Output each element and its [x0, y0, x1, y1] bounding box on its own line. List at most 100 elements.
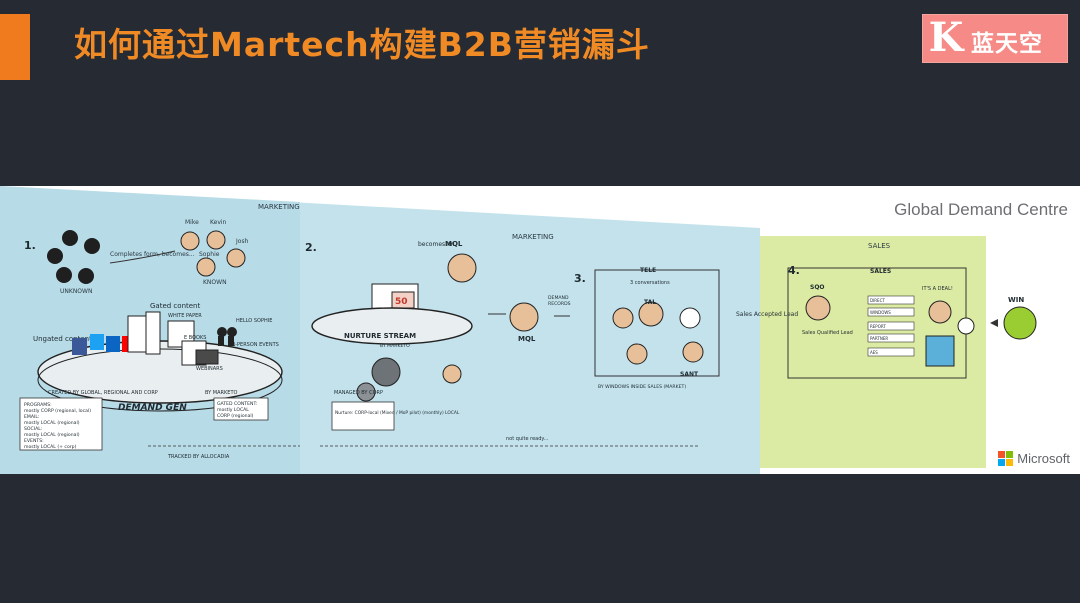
note-line: mostly LOCAL (regional): [24, 432, 80, 438]
title-accent-bar: [0, 14, 30, 80]
sales-list-text: AES: [870, 350, 878, 355]
nurture-notes-box: [331, 401, 395, 431]
unknown-group-icon: [47, 230, 100, 284]
ebooks-label: E BOOKS: [184, 335, 206, 341]
sant-label: SANT: [680, 371, 699, 378]
unknown-label: UNKNOWN: [60, 288, 92, 295]
step-1-number: 1.: [24, 239, 36, 252]
webinars-screen: [195, 349, 219, 365]
white-paper-label: WHITE PAPER: [168, 313, 202, 319]
event-audience-icon: [217, 327, 237, 346]
gated-notes-box: [213, 397, 269, 421]
nurture-gear-icon: [371, 357, 401, 387]
mql-stage-label: MQL: [518, 335, 536, 343]
webinars-label: WEBINARS: [196, 366, 223, 372]
demand-gen-subtitle: CREATED BY GLOBAL, REGIONAL AND CORP: [48, 390, 158, 396]
marketing-label-mid: MARKETING: [512, 233, 554, 241]
nurture-stream-title: NURTURE STREAM: [344, 332, 416, 340]
tele-person-3: [626, 343, 648, 365]
mql-person-avatar: [509, 302, 539, 332]
sqo-label: SQO: [810, 284, 825, 291]
known-people-icons: [180, 230, 246, 277]
note-line: GATED CONTENT:: [217, 401, 258, 407]
to-known-arrow: [109, 250, 176, 264]
logo-text: 蓝天空: [971, 31, 1043, 57]
demand-gen-title: DEMAND GEN: [118, 403, 187, 413]
office-building-icon: [925, 335, 955, 367]
note-line: mostly LOCAL (regional): [24, 420, 80, 426]
tele-speech-bubble: [679, 307, 701, 329]
lead-score-value: 50: [395, 297, 408, 307]
deal-label: IT'S A DEAL!: [922, 286, 953, 292]
tele-person-4: [682, 341, 704, 363]
tele-person-1: [612, 307, 634, 329]
note-line: mostly LOCAL: [217, 407, 249, 413]
mql-note: RECORDS: [548, 301, 571, 307]
twitter-icon: [90, 334, 104, 350]
gated-content-pillars: [127, 315, 147, 353]
mql-note: DEMAND: [548, 295, 569, 301]
sales-person-avatar: [805, 295, 831, 321]
microsoft-logo-icon: [998, 451, 1014, 466]
funnel-svg: MARKETING MARKETING SALES 1. UNKNOWN Com…: [0, 186, 1037, 474]
hello-sophie-label: HELLO SOPHIE: [236, 318, 272, 324]
person-josh: Josh: [235, 238, 249, 245]
step-4-number: 4.: [788, 264, 800, 277]
managed-by-corp: MANAGED BY CORP: [334, 390, 383, 396]
nurture-stream-platform: [311, 307, 473, 345]
sales-list-text: REPORT: [870, 324, 886, 329]
deal-person-avatar: [928, 300, 952, 324]
sales-list-item: [867, 321, 915, 331]
note-line: EMAIL:: [24, 414, 40, 420]
tal-label: TAL: [644, 299, 656, 306]
marketing-label-top: MARKETING: [258, 203, 300, 211]
tele-person-2: [638, 301, 664, 327]
known-label: KNOWN: [203, 279, 227, 286]
logo-letter: K: [928, 14, 964, 61]
ungated-content-label: Ungated content: [33, 335, 92, 343]
demand-gen-notes-box: [19, 397, 103, 451]
global-demand-centre-label: Global Demand Centre: [894, 200, 1068, 219]
tele-box: [594, 269, 720, 377]
gated-content-label: Gated content: [150, 302, 200, 310]
funnel-infographic: MARKETING MARKETING SALES 1. UNKNOWN Com…: [0, 186, 1080, 474]
sales-list-item: [867, 307, 915, 317]
nurture-by: BY MARKETO: [380, 343, 410, 349]
sales-accepted-lead: Sales Accepted Lead: [736, 311, 798, 318]
tele-conversations: 3 conversations: [630, 280, 670, 286]
brand-logo: K 蓝天空: [922, 14, 1068, 63]
to-win-arrow: [990, 319, 998, 327]
sales-list-item: [867, 295, 915, 305]
linkedin-icon: [106, 336, 120, 352]
sales-label: SALES: [868, 242, 891, 250]
becomes-mql-caption: becomes an: [418, 241, 455, 248]
completes-form-caption: Completes form, becomes...: [110, 251, 195, 258]
sales-list-text: PARTNER: [870, 336, 888, 341]
note-line: PROGRAMS:: [24, 402, 52, 408]
tele-header: TELE: [640, 267, 656, 274]
not-ready-label: not quite ready...: [506, 436, 549, 442]
sales-list-text: WINDOWS: [870, 310, 891, 315]
microsoft-logo: Microsoft: [998, 451, 1070, 466]
slide-title: 如何通过Martech构建B2B营销漏斗: [74, 25, 650, 64]
inside-person-avatar: [442, 364, 462, 384]
nurture-note: Nurture: CORP-local (Mixed / MoP pilot) …: [335, 410, 460, 416]
facebook-icon: [72, 338, 87, 355]
inside-sales-label: BY WINDOWS INSIDE SALES (MARKET): [598, 384, 686, 390]
person-sophie: Sophie: [199, 251, 220, 258]
note-line: mostly CORP (regional, local): [24, 408, 91, 414]
note-line: CORP (regional): [217, 413, 254, 419]
sales-header: SALES: [870, 268, 891, 275]
step-2-number: 2.: [305, 241, 317, 254]
person-mike: Mike: [185, 219, 199, 226]
note-line: SOCIAL:: [24, 426, 43, 432]
tracked-label: TRACKED BY ALLOCADIA: [167, 454, 230, 460]
demand-gen-by: BY MARKETO: [205, 390, 238, 396]
note-line: EVENTS:: [24, 438, 44, 444]
sales-list-item: [867, 333, 915, 343]
sales-qualified-lead: Sales Qualified Lead: [802, 330, 853, 336]
win-badge: [1003, 306, 1037, 340]
step-3-number: 3.: [574, 272, 586, 285]
events-label: IN-PERSON EVENTS: [230, 342, 279, 348]
person-kevin: Kevin: [210, 219, 227, 226]
